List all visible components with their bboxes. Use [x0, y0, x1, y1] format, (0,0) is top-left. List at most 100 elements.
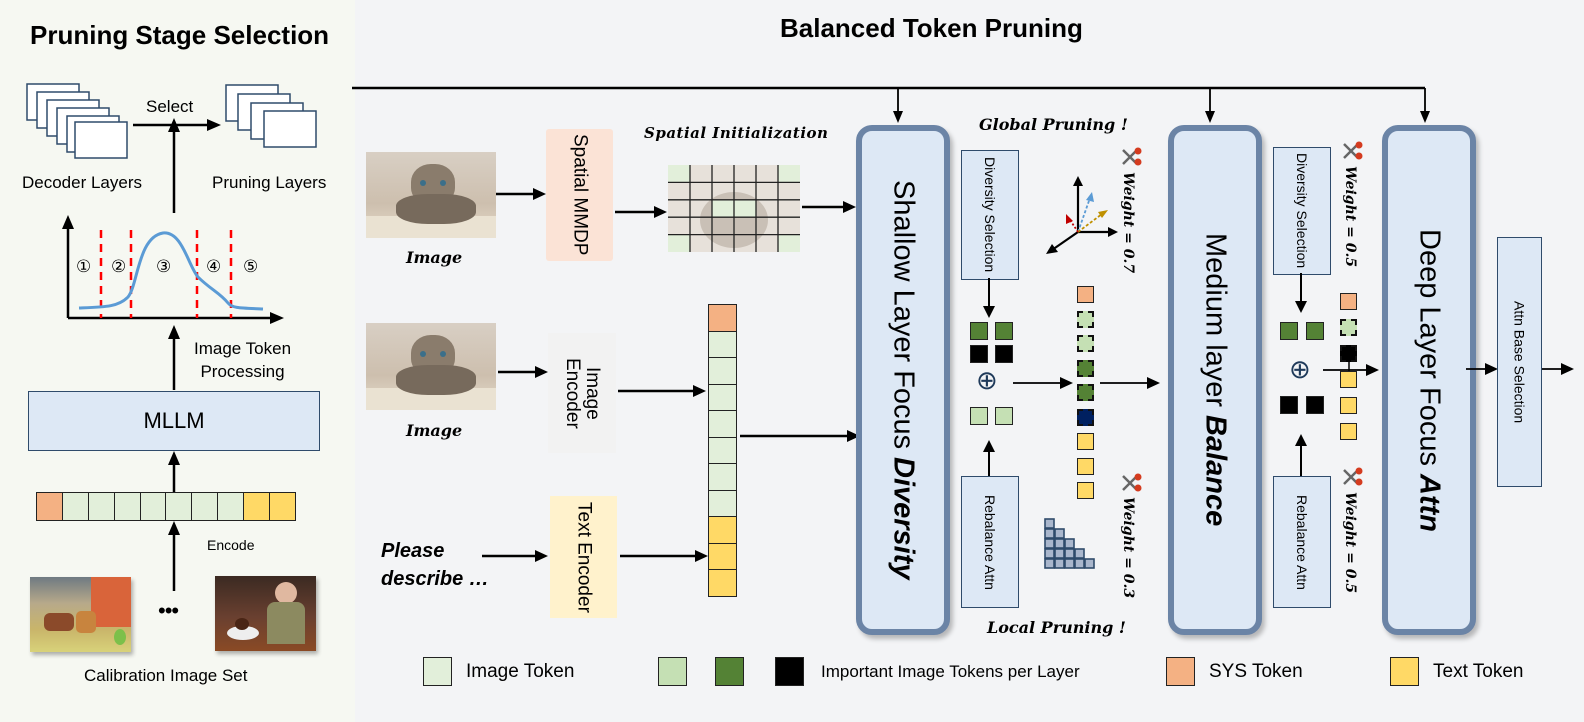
attention-cell	[1084, 558, 1095, 569]
attention-cell	[1074, 558, 1085, 569]
shallow-label-plain: Shallow Layer Focus	[887, 180, 920, 458]
input-image-cat-2	[366, 323, 496, 410]
deep-weight-top: Weight = 0.5	[1342, 166, 1358, 268]
diversity-token	[995, 322, 1013, 340]
text-token	[269, 492, 297, 521]
image-label-1: Image	[406, 248, 463, 267]
image-to-mmdp-arrow	[496, 188, 546, 200]
img-token	[708, 489, 737, 518]
diversity-selection-box-1: Diversity Selection	[961, 150, 1019, 280]
stage-marker-4: ④	[206, 257, 222, 276]
cat-photo	[366, 152, 496, 238]
deep-layer-stage: Deep Layer Focus Attn	[1382, 125, 1476, 635]
legend-sys-token: SYS Token	[1166, 657, 1303, 686]
rebalance-attn-label-1: Rebalance Attn	[982, 494, 999, 590]
img-token	[708, 383, 737, 412]
input-image-cat-1	[366, 152, 496, 238]
processing-label-line2: Processing	[200, 362, 285, 381]
scissors-icon	[1343, 141, 1363, 160]
diversity-token	[1280, 322, 1298, 340]
attention-cell	[1064, 538, 1075, 549]
img-token	[191, 492, 219, 521]
text-token	[708, 516, 737, 544]
diversity-to-tokens-arrow-2	[1295, 273, 1307, 313]
light-dashed-token	[1077, 335, 1094, 352]
combine-to-shallow-output-arrow	[1013, 377, 1073, 389]
legend-swatch-text	[1390, 657, 1419, 686]
sys-token	[36, 492, 64, 521]
attention-cell	[1064, 558, 1075, 569]
selected-grid-cell	[778, 165, 800, 183]
attention-cell	[1044, 528, 1055, 539]
image-encoder-to-sequence-arrow	[618, 385, 706, 397]
spatial-initialization-label: Spatial Initialization	[644, 124, 829, 142]
rebalance-attn-box-1: Rebalance Attn	[961, 476, 1019, 608]
mmdp-to-grid-arrow	[615, 206, 667, 218]
medium-layer-label: Medium layer Balance	[1174, 131, 1256, 629]
sys-token	[708, 304, 737, 332]
shallow-layer-label: Shallow Layer Focus Diversity	[862, 131, 944, 629]
attention-cell	[1044, 558, 1055, 569]
attention-cell	[1044, 548, 1055, 559]
img-token	[708, 410, 737, 438]
attention-cell	[1054, 558, 1065, 569]
ellipsis: •••	[158, 598, 179, 623]
attention-cell	[1074, 548, 1085, 559]
rebalance-to-tokens-arrow-1	[983, 440, 995, 476]
prompt-line1: Please	[381, 540, 445, 562]
stage-marker-1: ①	[76, 257, 92, 276]
rebalance-token	[995, 407, 1013, 425]
selected-grid-cell	[668, 165, 690, 183]
attention-cell	[1054, 538, 1065, 549]
rebalance-attn-label-2: Rebalance Attn	[1294, 494, 1311, 590]
select-label: Select	[146, 97, 194, 116]
legend-swatch-dark-green	[715, 657, 744, 686]
rebalance-to-tokens-arrow-2	[1295, 434, 1307, 476]
shallow-weight-top: Weight = 0.7	[1120, 172, 1136, 274]
image-token-processing-label: Image Token Processing	[194, 337, 291, 383]
text-token	[708, 542, 737, 571]
scissors-icon	[1122, 473, 1142, 492]
attn-base-output-arrow	[1542, 363, 1574, 375]
combine-oplus-icon-2: ⊕	[1289, 354, 1311, 384]
cat-photo	[366, 323, 496, 410]
prompt-line2: describe …	[381, 568, 489, 590]
local-pruning-label: Local Pruning !	[987, 618, 1126, 637]
selected-grid-cell	[734, 199, 756, 218]
legend-swatch-sys	[1166, 657, 1195, 686]
stage-routing-line	[352, 86, 1430, 123]
text-prompt: Please describe …	[381, 537, 489, 593]
prompt-to-text-encoder-arrow	[482, 550, 548, 562]
attn-token	[1306, 396, 1324, 414]
stage-marker-3: ③	[156, 257, 172, 276]
legend-label-image-token: Image Token	[466, 660, 575, 682]
image-encoder-label: Image Encoder	[562, 357, 603, 429]
text-encoder-box: Text Encoder	[550, 496, 617, 618]
medium-label-plain: Medium layer	[1199, 233, 1232, 416]
pruning-layers-label: Pruning Layers	[212, 173, 327, 192]
image-encoder-box: Image Encoder	[548, 333, 616, 453]
text-token	[1340, 371, 1357, 388]
combine-oplus-icon-1: ⊕	[976, 365, 998, 395]
shallow-weight-bottom: Weight = 0.3	[1120, 497, 1136, 599]
img-token	[113, 492, 142, 521]
attention-cell	[1054, 528, 1065, 539]
stage-marker-2: ②	[111, 257, 127, 276]
diversity-token	[1306, 322, 1324, 340]
selected-grid-cell	[778, 234, 800, 252]
text-token	[1077, 457, 1094, 475]
input-token-sequence	[708, 304, 737, 597]
medium-layer-stage: Medium layer Balance	[1168, 125, 1262, 635]
decoder-layers-label: Decoder Layers	[22, 173, 143, 192]
panel-title: Pruning Stage Selection	[30, 20, 330, 50]
global-pruning-label: Global Pruning !	[979, 115, 1128, 134]
pruning-stage-selection-panel: Pruning Stage Selection Decoder Layers S…	[0, 0, 355, 722]
legend-label-sys: SYS Token	[1209, 660, 1303, 682]
attention-cell	[1044, 538, 1055, 549]
light-dashed-token	[1077, 310, 1094, 328]
image-label-2: Image	[406, 421, 463, 440]
sys-token	[1340, 293, 1357, 310]
spatial-mmdp-label: Spatial MMDP	[569, 134, 591, 256]
tokens-to-mllm-arrow	[168, 451, 180, 493]
token-distribution-chart	[62, 215, 284, 324]
